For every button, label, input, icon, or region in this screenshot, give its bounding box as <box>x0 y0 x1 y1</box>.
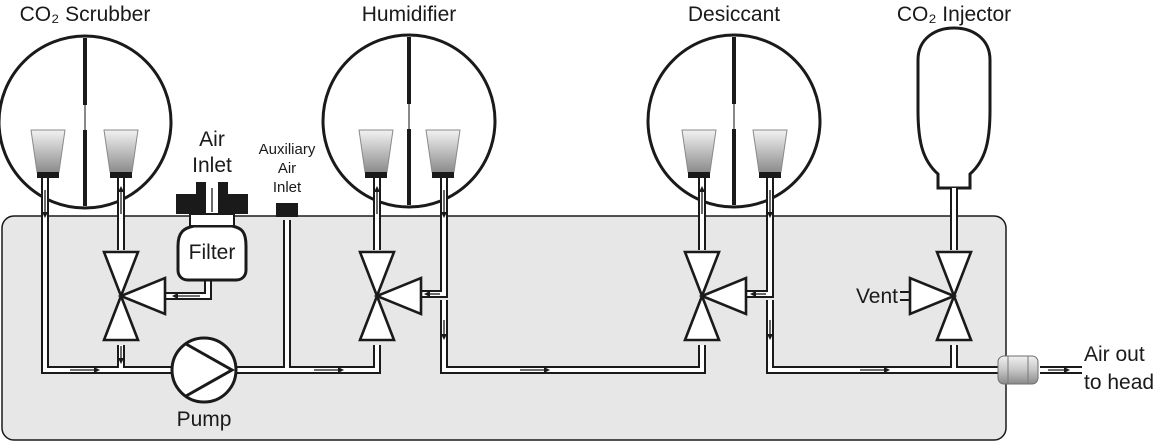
label-air-inlet-line1: Air <box>199 128 225 151</box>
valve-scrubber <box>102 250 167 342</box>
housing <box>1 215 1007 441</box>
filter <box>176 182 248 282</box>
label-aux-line3: Inlet <box>273 179 302 196</box>
label-aux-line1: Auxiliary <box>259 141 316 158</box>
label-air-out-line2: to head <box>1084 371 1154 394</box>
scrubber-vessel <box>0 34 173 210</box>
outlet-connector <box>997 355 1039 385</box>
label-injector: CO₂ Injector <box>897 3 1011 26</box>
label-filter: Filter <box>189 241 236 264</box>
valve-injector <box>900 250 973 342</box>
desiccant-vessel <box>646 33 822 209</box>
valve-humidifier <box>358 250 423 342</box>
label-air-out-line1: Air out <box>1084 343 1145 366</box>
label-pump: Pump <box>177 408 232 431</box>
label-vent: Vent <box>856 285 898 308</box>
label-air-inlet-line2: Inlet <box>192 154 232 177</box>
injector-bottle <box>916 26 992 190</box>
cup-icons <box>30 129 788 178</box>
auxiliary-inlet-cap <box>276 203 298 217</box>
label-desiccant: Desiccant <box>688 3 780 26</box>
pump <box>170 336 238 404</box>
label-humidifier: Humidifier <box>362 3 457 26</box>
label-aux-line2: Air <box>278 160 296 177</box>
flow-arrows <box>42 186 1070 373</box>
humidifier-vessel <box>321 33 497 209</box>
valve-desiccant <box>683 250 748 342</box>
label-scrubber: CO₂ Scrubber <box>20 3 151 26</box>
